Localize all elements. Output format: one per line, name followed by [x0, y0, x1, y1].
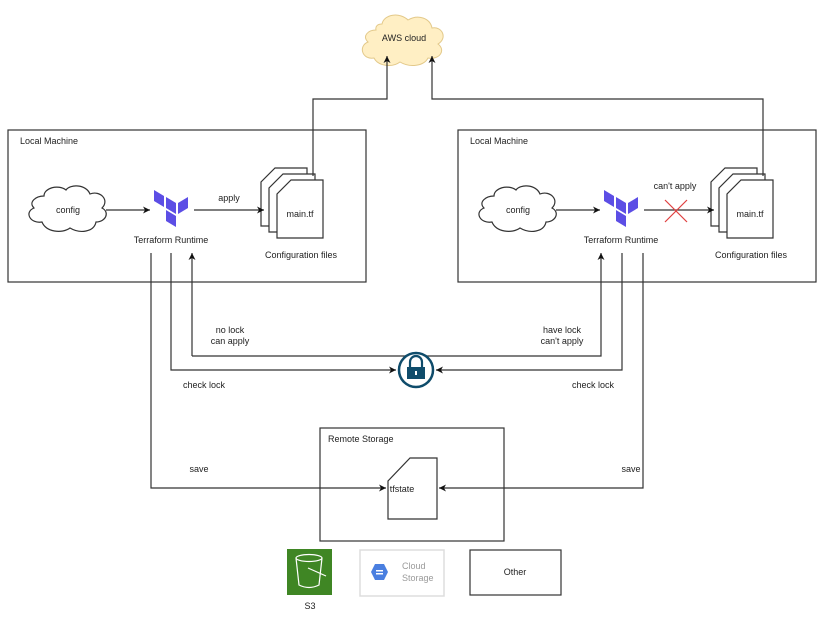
- gcs-label-line2: Storage: [402, 573, 434, 583]
- right-files-to-aws-arrow: [428, 56, 764, 176]
- right-files-caption: Configuration files: [715, 250, 788, 260]
- left-config-label: config: [56, 205, 80, 215]
- left-files-to-aws-arrow: [312, 56, 391, 176]
- right-lock-response-arrow: [424, 253, 605, 357]
- s3-backend: S3: [287, 549, 332, 611]
- left-files-caption: Configuration files: [265, 250, 338, 260]
- right-config-files-icon: [710, 167, 774, 239]
- other-backend: Other: [469, 549, 562, 596]
- right-config-cloud-icon: [478, 185, 557, 232]
- right-runtime-label: Terraform Runtime: [584, 235, 659, 245]
- right-config-label: config: [506, 205, 530, 215]
- gcs-icon: [371, 564, 388, 580]
- right-save-arrow: [439, 253, 644, 492]
- left-lock-status-line1: no lock: [216, 325, 245, 335]
- right-check-lock-label: check lock: [572, 380, 615, 390]
- lock-icon: [397, 351, 435, 389]
- left-action-label: apply: [218, 193, 240, 203]
- left-save-label: save: [189, 464, 208, 474]
- left-machine-title: Local Machine: [20, 136, 78, 146]
- right-save-label: save: [621, 464, 640, 474]
- left-file-label: main.tf: [286, 209, 314, 219]
- left-runtime-label: Terraform Runtime: [134, 235, 209, 245]
- right-lock-status-line2: can't apply: [541, 336, 584, 346]
- left-config-files-icon: [260, 167, 324, 239]
- aws-cloud: AWS cloud: [361, 14, 444, 66]
- aws-cloud-icon: [361, 14, 444, 66]
- right-local-machine: Local Machine config Terraform Runtime c…: [457, 129, 817, 283]
- other-label: Other: [504, 567, 527, 577]
- left-config-cloud-icon: [28, 185, 107, 232]
- remote-storage: Remote Storage tfstate: [319, 427, 505, 542]
- blocked-x-icon: [664, 199, 688, 223]
- s3-bucket-icon: [287, 549, 332, 595]
- gcs-label-line1: Cloud: [402, 561, 426, 571]
- s3-label: S3: [304, 601, 315, 611]
- tfstate-label: tfstate: [390, 484, 415, 494]
- remote-storage-title: Remote Storage: [328, 434, 394, 444]
- right-file-label: main.tf: [736, 209, 764, 219]
- right-machine-title: Local Machine: [470, 136, 528, 146]
- tfstate-file-icon: [387, 457, 438, 520]
- left-lock-status-line2: can apply: [211, 336, 250, 346]
- right-action-label: can't apply: [654, 181, 697, 191]
- right-check-lock-arrow: [436, 253, 623, 374]
- aws-cloud-label: AWS cloud: [382, 33, 426, 43]
- left-check-lock-arrow: [170, 253, 396, 374]
- left-local-machine: Local Machine config Terraform Runtime a…: [7, 129, 367, 283]
- left-check-lock-label: check lock: [183, 380, 226, 390]
- left-save-arrow: [150, 253, 386, 492]
- gcs-backend: Cloud Storage: [359, 549, 445, 597]
- right-lock-status-line1: have lock: [543, 325, 582, 335]
